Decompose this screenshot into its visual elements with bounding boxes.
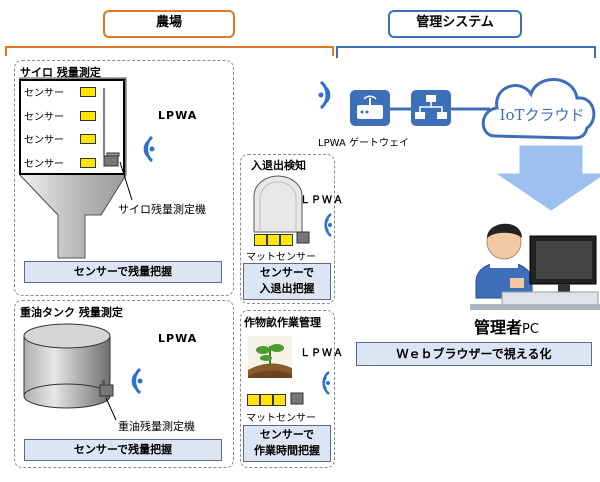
- wifi-signal-icon: [322, 371, 330, 395]
- silo-lpwa-label: LPWA: [158, 109, 198, 122]
- silo-sensor-label: センサー: [24, 88, 64, 99]
- oil-tank-drawing: [23, 323, 111, 409]
- silo-device-label: サイロ残量測定機: [118, 203, 206, 216]
- mat-sensor-marker: [254, 234, 267, 246]
- network-icon: [415, 95, 447, 119]
- browser-caption: Ｗｅｂブラウザーで視える化: [356, 342, 592, 366]
- mat-sensor-marker: [273, 394, 286, 406]
- farm-header: 農場: [103, 10, 235, 38]
- wifi-signal-icon: [143, 135, 155, 163]
- mat-sensor-marker: [280, 234, 293, 246]
- gateway-device: [350, 90, 390, 126]
- silo-sensor-marker: [80, 87, 96, 97]
- cloud-icon: [481, 78, 596, 140]
- entry-caption-line2: 入退出把握: [259, 282, 315, 295]
- mat-sensor-marker: [260, 394, 273, 406]
- crop-title: 作物畝作業管理: [244, 316, 321, 329]
- silo-caption: センサーで残量把握: [24, 261, 222, 283]
- entry-sensor-label: マットセンサー: [246, 252, 316, 263]
- tank-title: 重油タンク 残量測定: [20, 306, 123, 319]
- silo-device-icon: [103, 152, 120, 167]
- silo-title: サイロ 残量測定: [20, 66, 101, 79]
- crop-caption-line1: センサーで: [259, 428, 315, 441]
- tank-lpwa-label: LPWA: [158, 332, 198, 345]
- header-brackets: [5, 46, 596, 58]
- network-device: [411, 90, 451, 126]
- entry-device-icon: [296, 231, 310, 244]
- crop-lpwa-label: ＬＰＷＡ: [300, 348, 344, 359]
- tank-caption: センサーで残量把握: [24, 439, 222, 461]
- wifi-signal-icon: [318, 80, 331, 110]
- entry-caption: センサーで 入退出把握: [243, 263, 331, 300]
- silo-sensor-label: センサー: [24, 112, 64, 123]
- silo-sensor-marker: [80, 111, 96, 121]
- admin-label: 管理者PC: [474, 314, 539, 338]
- crop-caption: センサーで 作業時間把握: [243, 425, 331, 462]
- cloud-label: IoTクラウド: [499, 106, 585, 124]
- silo-sensor-marker: [80, 134, 96, 144]
- crop-caption-line2: 作業時間把握: [254, 444, 320, 457]
- wifi-signal-icon: [324, 213, 332, 237]
- entry-caption-line1: センサーで: [259, 266, 315, 279]
- mat-sensor-marker: [247, 394, 260, 406]
- silo-sensor-label: センサー: [24, 159, 64, 170]
- admin-main-text: 管理者: [474, 318, 523, 337]
- mat-sensor-marker: [267, 234, 280, 246]
- crop-sensor-label: マットセンサー: [246, 413, 316, 424]
- gateway-icon: [357, 95, 383, 119]
- entry-lpwa-label: ＬＰＷＡ: [300, 195, 344, 206]
- crop-device-icon: [290, 392, 304, 405]
- tank-device-pointer: [105, 397, 117, 421]
- entry-title: 入退出検知: [251, 159, 306, 172]
- gateway-label: LPWA ゲートウェイ: [318, 138, 409, 149]
- silo-drawing: [19, 77, 133, 259]
- barn-icon: [253, 175, 303, 233]
- silo-sensor-label: センサー: [24, 135, 64, 146]
- admin-illustration: [470, 223, 600, 310]
- silo-sensor-marker: [80, 158, 96, 168]
- down-arrow: [496, 145, 600, 211]
- management-header: 管理システム: [388, 10, 522, 38]
- tank-device-label: 重油残量測定機: [118, 420, 195, 433]
- crop-field-icon: [248, 336, 292, 378]
- tank-device-icon: [99, 380, 114, 397]
- admin-sub-text: PC: [522, 322, 539, 337]
- wifi-signal-icon: [131, 367, 143, 395]
